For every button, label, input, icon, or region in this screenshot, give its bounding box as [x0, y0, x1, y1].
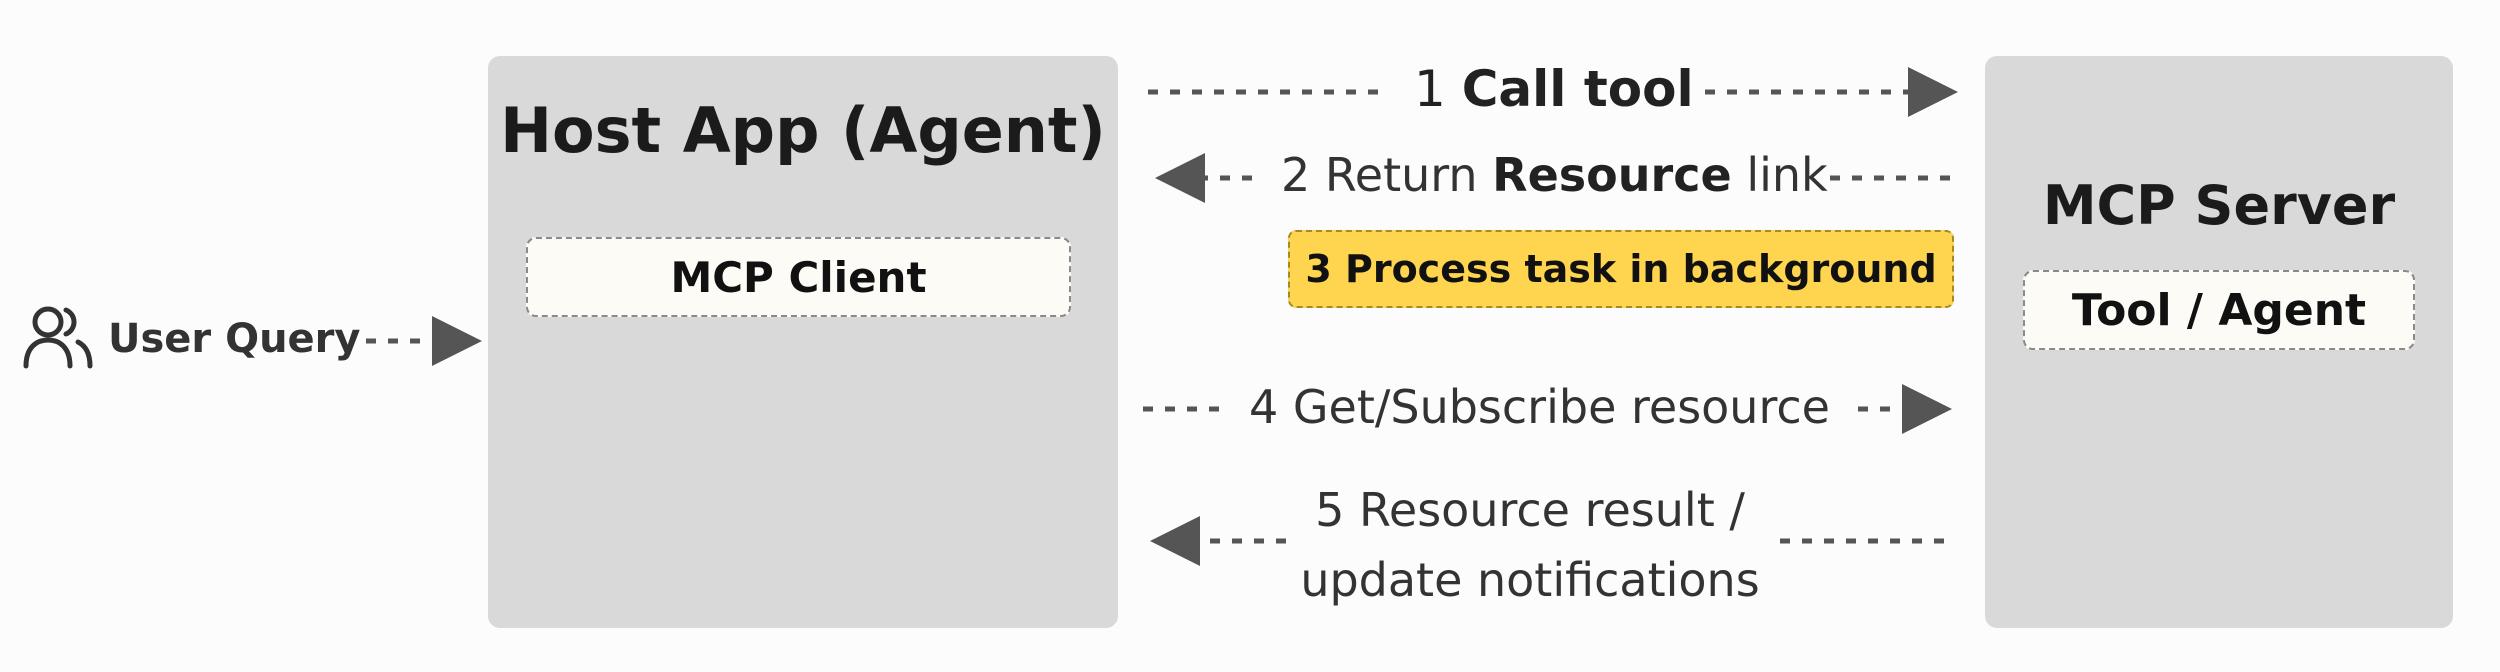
step-4-label: 4 Get/Subscribe resource — [1249, 380, 1830, 434]
step-5-label: 5 Resource result / update notifications — [1300, 483, 1760, 607]
step-1-label: 1 Call tool — [1414, 60, 1694, 118]
step-3-process-box: 3 Process task in background — [1288, 230, 1954, 308]
user-query: User Query — [22, 302, 360, 376]
step-2-post: link — [1746, 148, 1828, 202]
users-icon — [22, 302, 94, 376]
step-2-pre: 2 Return — [1281, 148, 1478, 202]
tool-agent-box: Tool / Agent — [2023, 270, 2415, 350]
host-app-panel: Host App (Agent) MCP Client — [488, 56, 1118, 628]
step-1-number: 1 — [1414, 60, 1446, 118]
step-2-label: 2 Return Resource link — [1281, 148, 1828, 202]
mcp-client-box: MCP Client — [526, 237, 1071, 317]
mcp-server-title: MCP Server — [2042, 174, 2396, 237]
host-app-title: Host App (Agent) — [500, 94, 1106, 167]
step-2-bold: Resource — [1492, 148, 1732, 202]
step-1-text: Call tool — [1461, 60, 1694, 118]
user-query-label: User Query — [108, 316, 361, 362]
mcp-server-panel: MCP Server Tool / Agent — [1985, 56, 2453, 628]
